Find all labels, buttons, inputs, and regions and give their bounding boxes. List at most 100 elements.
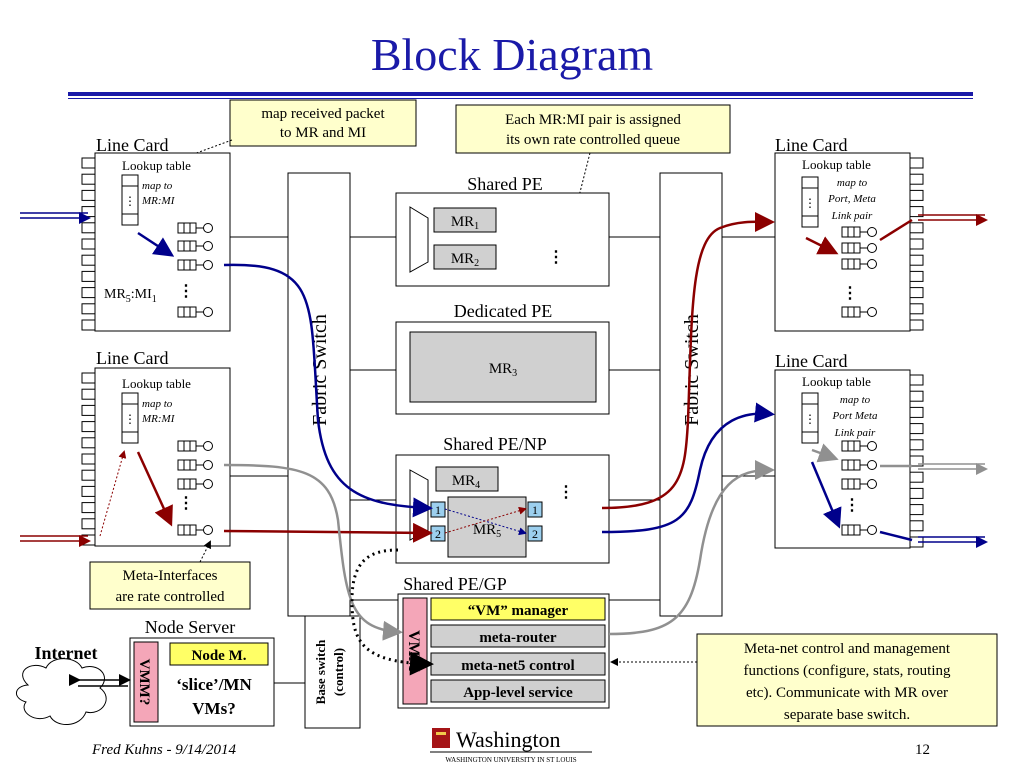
svg-text:Port, Meta: Port, Meta [827, 193, 876, 205]
port-square [81, 287, 96, 299]
port-square [909, 287, 924, 299]
rate-queue [841, 459, 877, 471]
svg-text:to MR and MI: to MR and MI [280, 125, 366, 141]
svg-text:Dedicated PE: Dedicated PE [454, 301, 552, 321]
svg-text:MR:MI: MR:MI [141, 413, 176, 425]
line-card-left-top: Line Card Lookup table ⋮ map to MR:MI MR… [81, 135, 231, 332]
port-square [81, 238, 96, 250]
svg-text:Port Meta: Port Meta [832, 410, 878, 422]
rate-queue [177, 306, 213, 318]
svg-text:map to: map to [142, 180, 173, 192]
svg-text:MR4: MR4 [452, 473, 480, 491]
svg-text:⋮: ⋮ [124, 194, 136, 208]
port-square [909, 254, 924, 266]
rate-queue [841, 440, 877, 452]
svg-text:2: 2 [435, 527, 441, 541]
svg-text:1: 1 [532, 503, 538, 517]
port-square [81, 222, 96, 234]
callout-meta-interfaces: Meta-Interfaces are rate controlled [89, 540, 251, 610]
port-square [909, 238, 924, 250]
svg-text:map to: map to [840, 394, 871, 406]
port-square [909, 423, 924, 435]
washington-logo: Washington WASHINGTON UNIVERSITY IN ST L… [430, 727, 592, 764]
rate-queue [177, 478, 213, 490]
svg-text:VMM?: VMM? [136, 659, 152, 706]
rate-queue [841, 226, 877, 238]
port-square [81, 303, 96, 315]
svg-text:⋮: ⋮ [842, 285, 858, 302]
svg-text:⋮: ⋮ [124, 412, 136, 426]
rate-queue [177, 259, 213, 271]
page-title: Block Diagram [371, 29, 654, 80]
svg-text:Each MR:MI pair is assigned: Each MR:MI pair is assigned [505, 112, 681, 128]
svg-text:Link pair: Link pair [834, 427, 876, 439]
svg-text:1: 1 [435, 503, 441, 517]
svg-text:map to: map to [837, 177, 868, 189]
svg-text:MR1: MR1 [451, 214, 479, 232]
footer-author: Fred Kuhns - 9/14/2014 [91, 742, 237, 758]
shared-pe-gp: Shared PE/GP VMM “VM” manager meta-route… [397, 574, 610, 709]
port-square [909, 222, 924, 234]
rate-queue [841, 524, 877, 536]
port-square [909, 270, 924, 282]
port-square [81, 157, 96, 169]
svg-text:Line Card: Line Card [775, 135, 847, 155]
svg-text:Link pair: Link pair [831, 210, 873, 222]
port-square [909, 374, 924, 386]
port-square [81, 518, 96, 530]
rate-queue [177, 440, 213, 452]
svg-text:functions (configure, stats, r: functions (configure, stats, routing [743, 663, 951, 679]
svg-text:Shared PE/NP: Shared PE/NP [443, 434, 547, 454]
port-square [909, 157, 924, 169]
callout-map-packet: map received packet to MR and MI [170, 99, 417, 164]
line-card-ports [909, 374, 924, 548]
flow-paths [20, 211, 988, 676]
svg-text:⋮: ⋮ [804, 412, 816, 426]
port-square [909, 487, 924, 499]
svg-text:Fabric Switch: Fabric Switch [309, 314, 331, 426]
svg-text:Meta-Interfaces: Meta-Interfaces [123, 568, 218, 584]
line-card-ports [81, 157, 96, 331]
callout-meta-net-control: Meta-net control and management function… [610, 633, 998, 727]
port-square [81, 453, 96, 465]
mr5-mi1-label: MR5:MI1 [104, 287, 157, 305]
svg-text:Lookup table: Lookup table [802, 374, 871, 389]
internet-cloud: Internet [16, 643, 131, 725]
port-square [909, 303, 924, 315]
rate-queue [177, 240, 213, 252]
svg-text:Meta-net control and managemen: Meta-net control and management [744, 641, 951, 657]
port-square [909, 504, 924, 516]
svg-text:map to: map to [142, 398, 173, 410]
port-square [81, 437, 96, 449]
port-square [81, 485, 96, 497]
svg-text:VMM: VMM [405, 630, 422, 672]
svg-text:MR3: MR3 [489, 361, 517, 379]
port-square [81, 270, 96, 282]
svg-text:2: 2 [532, 527, 538, 541]
shared-pe-np: Shared PE/NP MR4 MR5 1 2 1 2 ⋮ [395, 434, 610, 564]
svg-text:its own rate controlled queue: its own rate controlled queue [506, 132, 680, 148]
port-square [909, 471, 924, 483]
svg-text:map received packet: map received packet [261, 106, 385, 122]
shared-pe: Shared PE MR1 MR2 ⋮ [395, 174, 610, 287]
rate-queue [841, 306, 877, 318]
svg-text:WASHINGTON UNIVERSITY IN ST LO: WASHINGTON UNIVERSITY IN ST LOUIS [445, 756, 576, 764]
svg-text:Fabric Switch: Fabric Switch [681, 314, 703, 426]
dedicated-pe: Dedicated PE MR3 [395, 301, 610, 415]
title-underline [68, 92, 973, 96]
port-square [909, 319, 924, 331]
svg-text:Line Card: Line Card [775, 351, 847, 371]
port-square [81, 173, 96, 185]
svg-text:⋮: ⋮ [558, 484, 574, 501]
line-card-ports [909, 157, 924, 331]
port-square [909, 439, 924, 451]
svg-text:MR2: MR2 [451, 251, 479, 269]
callout-rate-queue: Each MR:MI pair is assigned its own rate… [455, 104, 731, 202]
svg-text:‘slice’/MN: ‘slice’/MN [176, 675, 252, 694]
svg-text:Line Card: Line Card [96, 135, 168, 155]
base-switch: Base switch (control) [304, 615, 361, 729]
svg-text:etc). Communicate with MR over: etc). Communicate with MR over [746, 685, 948, 701]
svg-text:MR:MI: MR:MI [141, 195, 176, 207]
rate-queue [177, 459, 213, 471]
svg-text:Washington: Washington [456, 727, 561, 752]
